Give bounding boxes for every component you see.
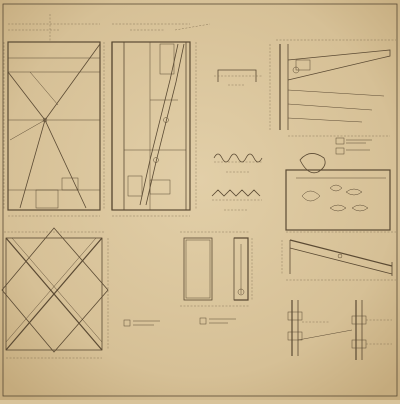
sheet-border [2, 3, 398, 397]
key-note-block [335, 137, 372, 155]
note-block-center [199, 317, 236, 325]
panel-detail [180, 231, 253, 307]
connection-details [287, 300, 392, 360]
lower-right-elevation [281, 153, 396, 281]
plan-view-x-brace [1, 227, 109, 359]
front-elevation [3, 14, 105, 217]
sheet-metal-detail [211, 69, 263, 211]
upper-right-side-view [269, 39, 396, 137]
side-section [111, 23, 211, 217]
note-block-left [123, 319, 160, 327]
